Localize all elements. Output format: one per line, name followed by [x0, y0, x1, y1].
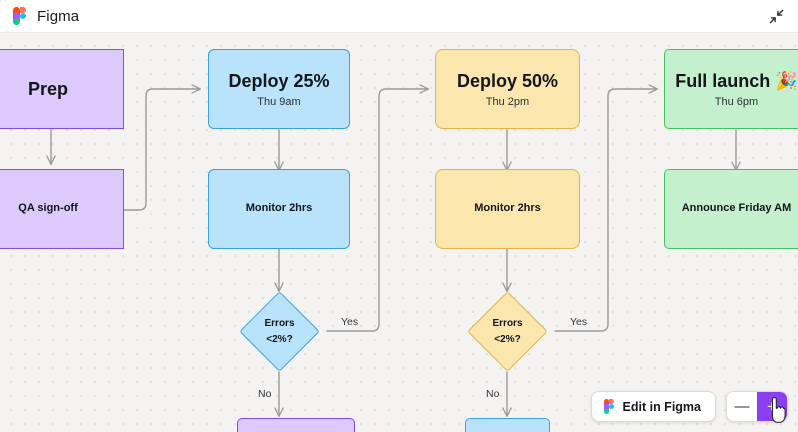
node-monitor-50[interactable]: Monitor 2hrs	[435, 169, 580, 249]
collapse-button[interactable]	[765, 5, 787, 27]
decision-errors-50[interactable]: Errors <2%?	[467, 291, 548, 372]
decision-errors-25[interactable]: Errors <2%?	[239, 291, 320, 372]
node-deploy-50[interactable]: Deploy 50% Thu 2pm	[435, 49, 580, 129]
edge-label-yes-25: Yes	[341, 316, 359, 328]
node-rollback-25[interactable]	[237, 418, 355, 432]
node-deploy-25-subtitle: Thu 9am	[257, 95, 301, 108]
edge-label-no-50: No	[486, 388, 500, 400]
node-deploy-50-title: Deploy 50%	[456, 71, 559, 92]
node-deploy-25[interactable]: Deploy 25% Thu 9am	[208, 49, 350, 129]
zoom-in-icon: +	[767, 396, 777, 416]
figma-logo-icon	[603, 399, 614, 414]
figma-logo-icon	[13, 6, 26, 26]
zoom-controls: — +	[726, 391, 788, 422]
zoom-out-icon: —	[734, 398, 750, 415]
diagram-canvas[interactable]: Prep QA sign-off Deploy 25% Thu 9am Moni…	[0, 33, 798, 432]
node-rollback-50[interactable]	[465, 418, 550, 432]
node-monitor-25-title: Monitor 2hrs	[245, 202, 313, 215]
node-qa-signoff[interactable]: QA sign-off	[0, 169, 124, 249]
edge-errors50-yes	[554, 89, 657, 332]
bottom-toolbar: Edit in Figma — +	[590, 391, 788, 422]
node-announce[interactable]: Announce Friday AM	[664, 169, 798, 249]
node-monitor-25[interactable]: Monitor 2hrs	[208, 169, 350, 249]
edge-qa-to-deploy25	[123, 89, 200, 211]
edge-errors25-yes	[326, 89, 428, 332]
node-deploy-25-title: Deploy 25%	[228, 71, 330, 92]
collapse-arrows-icon	[769, 9, 783, 23]
zoom-in-button[interactable]: +	[757, 392, 787, 421]
node-full-launch-subtitle: Thu 6pm	[714, 95, 759, 108]
node-deploy-50-subtitle: Thu 2pm	[485, 95, 530, 108]
title-bar-left: Figma	[0, 6, 80, 26]
title-bar: Figma	[0, 0, 798, 33]
node-full-launch-title: Full launch 🎉	[675, 71, 798, 92]
decision-errors-25-line1: Errors	[264, 318, 295, 329]
edit-in-figma-label: Edit in Figma	[622, 399, 701, 414]
decision-errors-50-line2: <2%?	[494, 333, 521, 345]
node-full-launch[interactable]: Full launch 🎉 Thu 6pm	[664, 49, 798, 129]
zoom-out-button[interactable]: —	[727, 392, 757, 421]
node-prep[interactable]: Prep	[0, 49, 124, 129]
edge-label-yes-50: Yes	[570, 316, 588, 328]
app-title: Figma	[37, 7, 80, 25]
connector-layer	[0, 33, 798, 432]
decision-errors-25-line2: <2%?	[266, 333, 293, 345]
edge-label-no-25: No	[258, 388, 272, 400]
edit-in-figma-button[interactable]: Edit in Figma	[590, 391, 716, 422]
node-announce-title: Announce Friday AM	[681, 202, 792, 215]
node-prep-title: Prep	[27, 78, 69, 99]
decision-errors-50-line1: Errors	[492, 318, 523, 329]
decision-errors-25-label: Errors <2%?	[264, 316, 294, 347]
decision-errors-50-label: Errors <2%?	[492, 316, 522, 347]
node-monitor-50-title: Monitor 2hrs	[474, 202, 541, 215]
node-qa-signoff-title: QA sign-off	[18, 202, 78, 215]
